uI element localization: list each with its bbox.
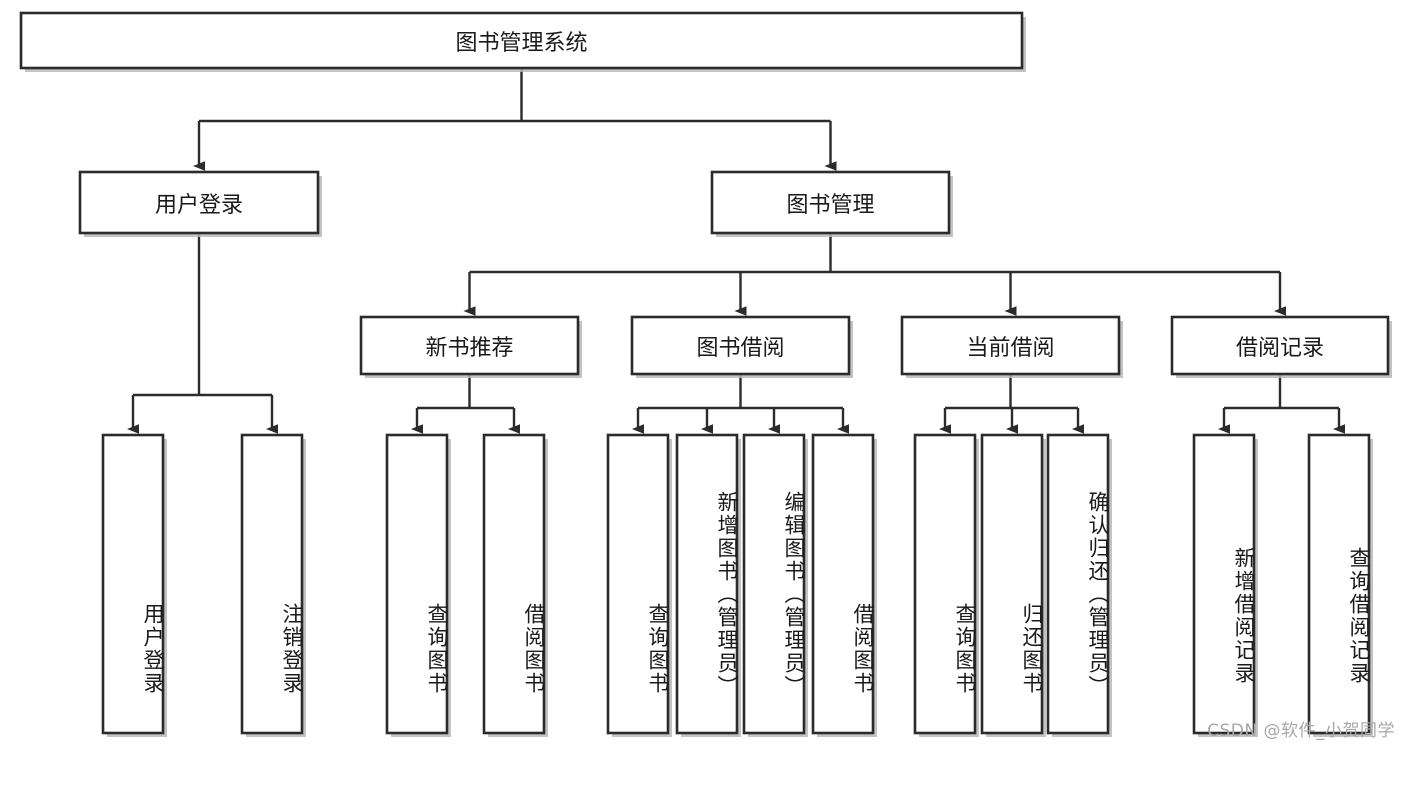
node-book-borrow[interactable] <box>630 315 851 376</box>
node-user-login[interactable] <box>78 170 320 235</box>
node-leaf-borrow-book[interactable] <box>811 433 875 735</box>
node-leaf-edit-book[interactable] <box>742 433 806 735</box>
node-leaf-query-book-rec[interactable] <box>385 433 449 735</box>
node-book-manage[interactable] <box>710 170 951 235</box>
node-leaf-return-book[interactable] <box>980 433 1044 735</box>
node-root[interactable] <box>19 11 1024 70</box>
diagram-canvas: 图书管理系统 用户登录 图书管理 新书推荐 图书借阅 当前借阅 借阅记录 用户登… <box>19 11 1395 741</box>
node-borrow-record[interactable] <box>1170 315 1390 376</box>
tree-diagram-svg <box>19 11 1392 737</box>
node-leaf-query-record[interactable] <box>1307 433 1371 735</box>
node-new-book-rec[interactable] <box>359 315 580 376</box>
node-leaf-user-login[interactable] <box>101 433 165 735</box>
node-leaf-user-logout[interactable] <box>240 433 304 735</box>
csdn-watermark: CSDN @软件_小贺同学 <box>1207 721 1395 741</box>
node-leaf-query-book-cur[interactable] <box>913 433 977 735</box>
edge-layer <box>127 68 1345 434</box>
node-leaf-add-record[interactable] <box>1192 433 1256 735</box>
node-leaf-add-book[interactable] <box>675 433 739 735</box>
node-leaf-borrow-book-rec[interactable] <box>482 433 546 735</box>
box-layer <box>19 11 1390 735</box>
node-current-borrow[interactable] <box>900 315 1121 376</box>
node-leaf-confirm-return[interactable] <box>1046 433 1110 735</box>
node-leaf-query-book-borrow[interactable] <box>606 433 670 735</box>
